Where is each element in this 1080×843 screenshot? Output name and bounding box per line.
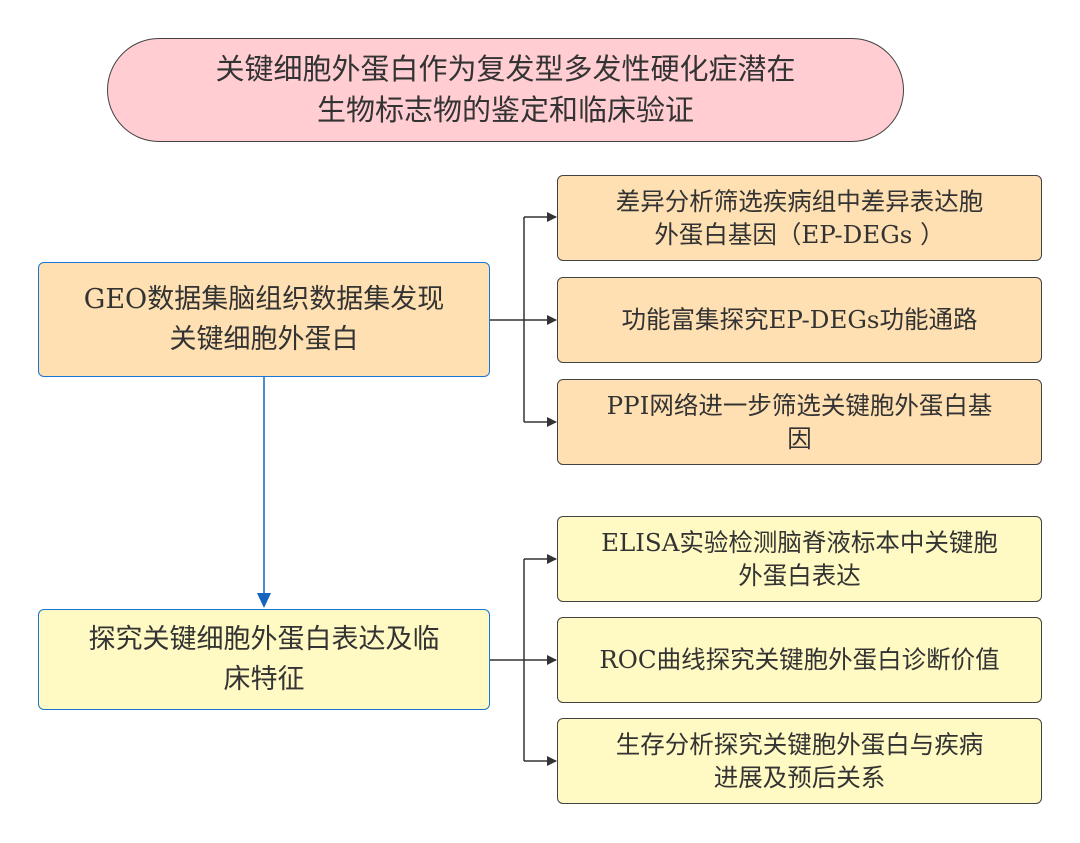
step-line-1: ROC曲线探究关键胞外蛋白诊断价值 [599,645,1000,675]
stage-node-clinical-validation: 探究关键细胞外蛋白表达及临 床特征 [38,609,490,710]
stage-label-line-1: GEO数据集脑组织数据集发现 [83,284,445,316]
step-line-1: 差异分析筛选疾病组中差异表达胞 [615,186,984,216]
step-line-2: 外蛋白基因（EP-DEGs ） [654,220,945,249]
step-line-1: PPI网络进一步筛选关键胞外蛋白基 [606,390,993,420]
step-node-enrichment: 功能富集探究EP-DEGs功能通路 [557,277,1042,363]
title-node: 关键细胞外蛋白作为复发型多发性硬化症潜在 生物标志物的鉴定和临床验证 [107,38,904,142]
step-node-elisa: ELISA实验检测脑脊液标本中关键胞 外蛋白表达 [557,516,1042,602]
step-line-2: 因 [787,424,812,453]
stage-label-line-2: 关键细胞外蛋白 [169,323,359,355]
step-line-2: 进展及预后关系 [713,763,886,792]
step-node-survival-analysis: 生存分析探究关键胞外蛋白与疾病 进展及预后关系 [557,718,1042,804]
stage-node-geo-discovery: GEO数据集脑组织数据集发现 关键细胞外蛋白 [38,262,490,377]
step-line-1: 功能富集探究EP-DEGs功能通路 [621,305,978,335]
step-line-1: 生存分析探究关键胞外蛋白与疾病 [615,729,984,759]
flow-arrowhead [257,593,271,608]
step-node-roc: ROC曲线探究关键胞外蛋白诊断价值 [557,617,1042,703]
step-line-1: ELISA实验检测脑脊液标本中关键胞 [601,527,998,557]
title-line-2: 生物标志物的鉴定和临床验证 [316,93,694,127]
step-line-2: 外蛋白表达 [738,561,861,590]
title-line-1: 关键细胞外蛋白作为复发型多发性硬化症潜在 [215,52,796,87]
step-node-differential-analysis: 差异分析筛选疾病组中差异表达胞 外蛋白基因（EP-DEGs ） [557,175,1042,261]
stage-label-line-2: 床特征 [223,663,305,695]
step-node-ppi-network: PPI网络进一步筛选关键胞外蛋白基 因 [557,379,1042,465]
stage-label-line-1: 探究关键细胞外蛋白表达及临 [88,624,440,656]
